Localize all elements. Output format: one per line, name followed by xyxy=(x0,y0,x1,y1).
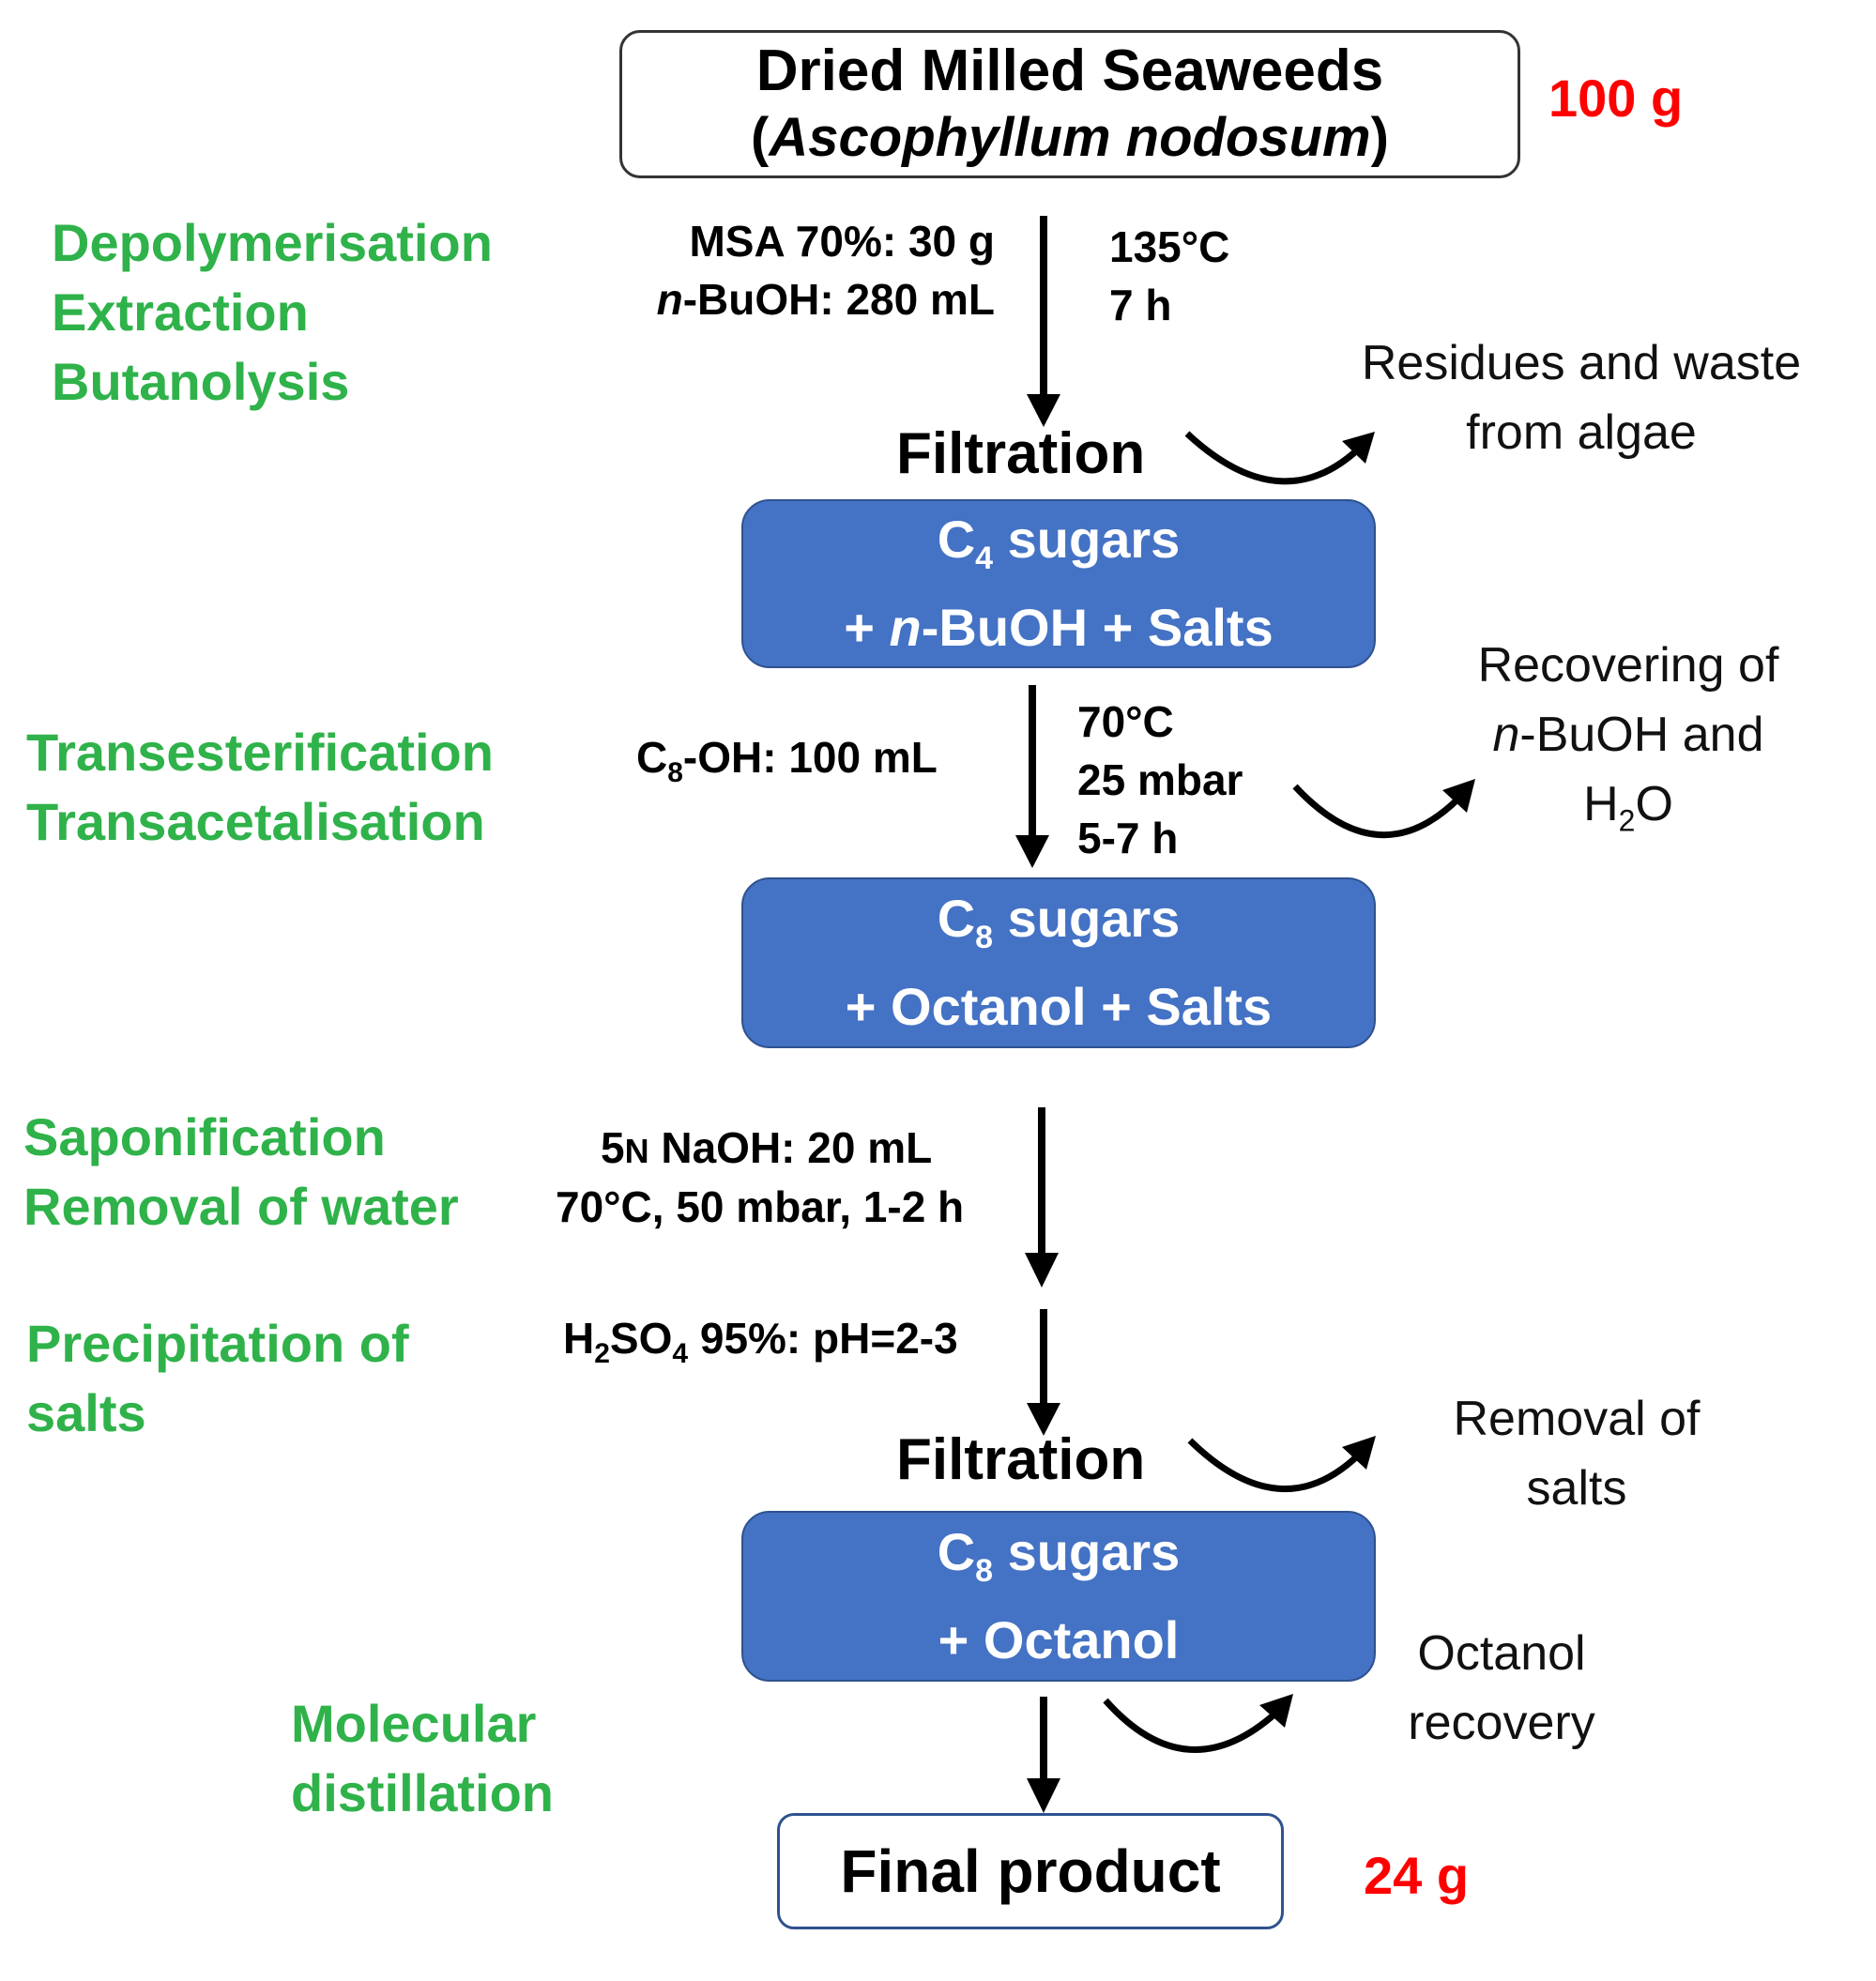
species-name: Ascophyllum nodosum xyxy=(769,107,1371,168)
start-box-title: Dried Milled Seaweeds xyxy=(755,38,1384,103)
step-molecular: Molecular xyxy=(291,1694,537,1753)
stage3-steps: Saponification Removal of water xyxy=(23,1103,459,1242)
start-box: Dried Milled Seaweeds (Ascophyllum nodos… xyxy=(619,30,1520,178)
step-transesterification: Transesterification xyxy=(26,723,494,782)
start-box-species-line: (Ascophyllum nodosum) xyxy=(751,107,1389,168)
step-butanolysis: Butanolysis xyxy=(52,352,350,411)
reagent-msa: MSA 70%: 30 g xyxy=(689,217,995,266)
stage2-temperature: 70°C xyxy=(1077,697,1174,746)
step-salts: salts xyxy=(26,1383,146,1442)
reagent-naoh: 5N NaOH: 20 mL xyxy=(601,1123,933,1172)
filtration-2-label: Filtration xyxy=(896,1427,1146,1492)
box-c4-sugars: C4 sugars + n-BuOH + Salts xyxy=(741,499,1376,668)
filtration-1-waste: Residues and waste from algae xyxy=(1361,336,1802,460)
stage1-reagents: MSA 70%: 30 g n-BuOH: 280 mL xyxy=(526,212,995,328)
stage3-conditions: 70°C, 50 mbar, 1-2 h xyxy=(556,1182,965,1231)
recovery-butanol-water: Recovering of n-BuOH and H2O xyxy=(1477,638,1779,838)
stage2-pressure: 25 mbar xyxy=(1077,755,1243,804)
reagent-sulfuric-acid: H2SO4 95%: pH=2-3 xyxy=(563,1314,958,1370)
octanol-recovery: Octanol recovery xyxy=(1408,1626,1595,1750)
curved-arrow-recovery-butanol xyxy=(1292,779,1475,839)
main-arrow-2 xyxy=(1015,685,1049,868)
stage2-time: 5-7 h xyxy=(1077,814,1179,862)
stage1-time: 7 h xyxy=(1109,281,1172,329)
curved-arrow-filtration-2 xyxy=(1187,1436,1376,1493)
step-extraction: Extraction xyxy=(52,282,309,342)
step-transacetalisation: Transacetalisation xyxy=(26,792,485,851)
start-mass: 100 g xyxy=(1548,69,1684,128)
stage5-steps: Molecular distillation xyxy=(291,1689,554,1828)
stage4-steps: Precipitation of salts xyxy=(26,1309,409,1448)
step-removal-of-water: Removal of water xyxy=(23,1177,459,1236)
stage1-temperature: 135°C xyxy=(1109,222,1230,271)
main-arrow-5 xyxy=(1027,1697,1060,1813)
step-depolymerisation: Depolymerisation xyxy=(52,213,493,272)
main-arrow-3 xyxy=(1025,1107,1059,1288)
main-arrow-1 xyxy=(1027,216,1060,427)
reagent-butanol: n-BuOH: 280 mL xyxy=(656,275,995,324)
curved-arrow-filtration-1 xyxy=(1184,431,1375,485)
step-precipitation: Precipitation of xyxy=(26,1314,409,1373)
final-mass: 24 g xyxy=(1364,1846,1470,1905)
box-c8-sugars-octanol-salts: C8 sugars + Octanol + Salts xyxy=(741,877,1376,1048)
step-saponification: Saponification xyxy=(23,1107,386,1166)
step-distillation: distillation xyxy=(291,1763,554,1822)
main-arrow-4 xyxy=(1027,1309,1060,1436)
stage1-conditions: 135°C 7 h xyxy=(1109,218,1229,334)
final-product-box: Final product xyxy=(777,1813,1284,1929)
stage1-steps: Depolymerisation Extraction Butanolysis xyxy=(52,208,493,417)
filtration-1-label: Filtration xyxy=(896,421,1146,486)
curved-arrow-octanol-recovery xyxy=(1103,1694,1293,1753)
box-c8-sugars-octanol: C8 sugars + Octanol xyxy=(741,1511,1376,1682)
reagent-octanol: C8-OH: 100 mL xyxy=(636,733,938,789)
stage2-steps: Transesterification Transacetalisation xyxy=(26,718,494,857)
filtration-2-waste: Removal of salts xyxy=(1453,1392,1701,1516)
stage2-conditions: 70°C 25 mbar 5-7 h xyxy=(1077,693,1243,867)
